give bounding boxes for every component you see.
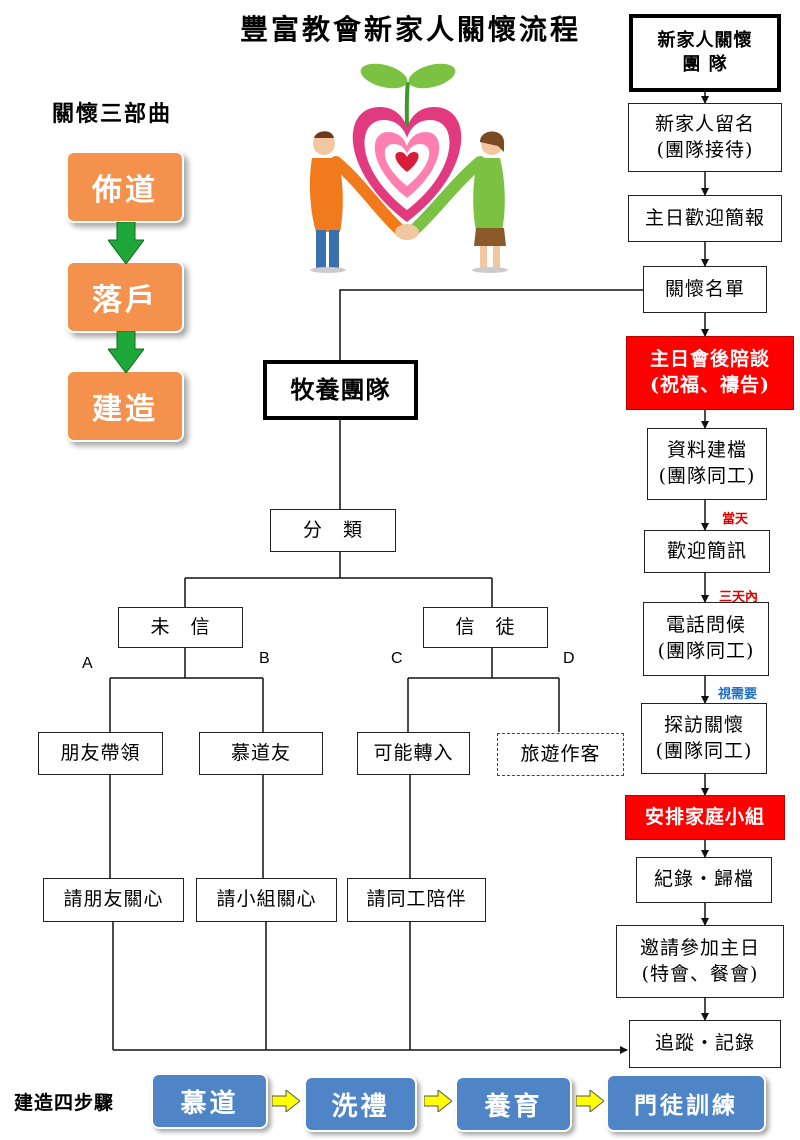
heart-people-illustration bbox=[309, 63, 508, 273]
page-title: 豐富教會新家人關懷流程 bbox=[240, 13, 582, 46]
label-b: B bbox=[259, 650, 270, 667]
action-ask-friend-care: 請朋友關心 bbox=[43, 878, 184, 922]
green-arrow-down-icon bbox=[108, 222, 144, 264]
step-build: 建造 bbox=[66, 370, 184, 442]
care-team-header: 新家人關懷 團 隊 bbox=[629, 14, 781, 92]
step-settle: 落戶 bbox=[66, 261, 184, 333]
flow-step-welcome-briefing: 主日歡迎簡報 bbox=[628, 195, 782, 242]
classify-box: 分 類 bbox=[270, 509, 396, 552]
build-step-seeking: 慕道 bbox=[151, 1073, 268, 1129]
action-ask-coworker-accompany: 請同工陪伴 bbox=[347, 878, 486, 922]
branch-possible-transfer: 可能轉入 bbox=[357, 732, 470, 775]
branch-seeker: 慕道友 bbox=[199, 732, 323, 775]
step-evangelize: 佈道 bbox=[66, 151, 184, 223]
flow-step-record-archive: 紀錄・歸檔 bbox=[636, 857, 772, 903]
flow-step-arrange-small-group: 安排家庭小組 bbox=[625, 795, 785, 840]
flow-step-care-list: 關懷名單 bbox=[643, 266, 767, 313]
flow-step-after-service-talk: 主日會後陪談 (祝福、禱告) bbox=[626, 336, 794, 410]
build-step-discipleship: 門徒訓練 bbox=[606, 1074, 766, 1132]
yellow-arrow-right-icon bbox=[576, 1090, 604, 1112]
believer-box: 信 徒 bbox=[423, 607, 548, 648]
pastoral-team-box: 牧養團隊 bbox=[263, 360, 418, 420]
branch-friend-brought: 朋友帶領 bbox=[38, 732, 163, 775]
flow-step-visit: 探訪關懷 (團隊同工) bbox=[641, 703, 767, 774]
action-ask-group-care: 請小組關心 bbox=[196, 878, 337, 922]
note-within-three-days: 三天內 bbox=[719, 589, 759, 604]
flow-step-invite-sunday: 邀請參加主日 (特會、餐會) bbox=[616, 925, 784, 998]
green-arrow-down-icon bbox=[108, 331, 144, 373]
note-same-day: 當天 bbox=[722, 511, 749, 526]
yellow-arrow-right-icon bbox=[424, 1090, 452, 1112]
four-steps-heading: 建造四步驟 bbox=[14, 1092, 115, 1114]
build-step-baptism: 洗禮 bbox=[304, 1076, 417, 1132]
three-parts-heading: 關懷三部曲 bbox=[52, 101, 173, 127]
flow-step-file-record: 資料建檔 (團隊同工) bbox=[647, 428, 767, 500]
flow-step-follow-up: 追蹤・記錄 bbox=[629, 1020, 781, 1068]
unbeliever-box: 未 信 bbox=[118, 607, 243, 648]
label-a: A bbox=[82, 655, 93, 672]
label-d: D bbox=[563, 650, 575, 667]
yellow-arrow-right-icon bbox=[272, 1090, 300, 1112]
note-if-needed: 視需要 bbox=[718, 686, 758, 701]
branch-travel-guest: 旅遊作客 bbox=[497, 733, 624, 776]
flow-step-phone-call: 電話問候 (團隊同工) bbox=[643, 602, 769, 676]
build-step-nurture: 養育 bbox=[455, 1076, 572, 1132]
flow-step-welcome-sms: 歡迎簡訊 bbox=[644, 530, 770, 573]
flow-step-name-sign: 新家人留名 (團隊接待) bbox=[628, 103, 782, 172]
label-c: C bbox=[391, 650, 403, 667]
